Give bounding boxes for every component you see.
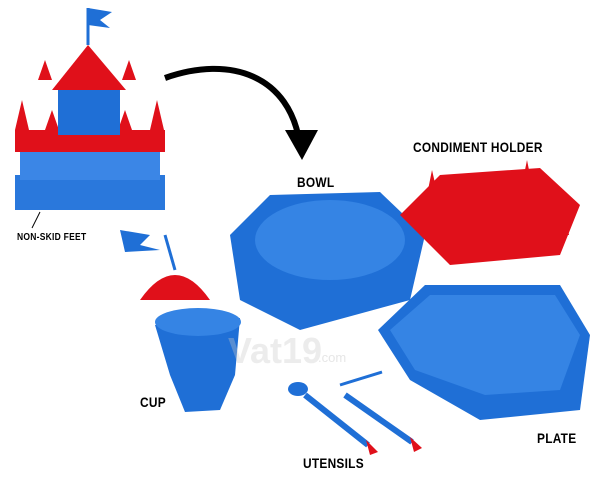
label-utensils: UTENSILS bbox=[303, 455, 364, 471]
watermark-suffix: .com bbox=[318, 350, 347, 365]
label-non-skid-feet: NON-SKID FEET bbox=[17, 232, 87, 243]
plate bbox=[378, 285, 590, 420]
bowl bbox=[230, 192, 425, 330]
assembled-castle bbox=[15, 8, 165, 210]
label-plate: PLATE bbox=[537, 430, 577, 446]
condiment-holder bbox=[400, 160, 580, 265]
label-condiment-holder: CONDIMENT HOLDER bbox=[413, 139, 543, 155]
utensils bbox=[288, 370, 422, 455]
cup bbox=[120, 230, 241, 412]
watermark: Vat19 bbox=[228, 330, 323, 371]
label-bowl: BOWL bbox=[297, 174, 335, 190]
label-cup: CUP bbox=[140, 394, 166, 410]
arrow bbox=[164, 65, 303, 146]
